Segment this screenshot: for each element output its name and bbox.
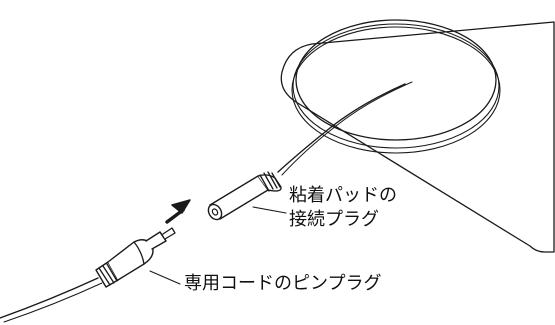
adhesive-pad	[280, 21, 555, 253]
electrode-disk	[291, 19, 501, 154]
pad-plug-label: 粘着パッドの 接続プラグ	[289, 184, 397, 232]
insert-direction-arrow	[165, 199, 191, 224]
pad-lead-wire-inner	[281, 81, 413, 176]
cord-wire	[0, 277, 99, 319]
leader-line-pin-plug	[149, 270, 181, 285]
pad-connection-socket	[207, 171, 282, 221]
pin-plug-label: 専用コードのピンプラグ	[184, 273, 382, 294]
cord-wire-inner	[3, 282, 103, 323]
pad-plug-label-line2: 接続プラグ	[289, 209, 379, 230]
pad-plug-label-line1: 粘着パッドの	[289, 185, 397, 206]
leader-line-pad-plug	[252, 206, 287, 214]
pad-lead-wire	[277, 83, 406, 173]
cord-pin-plug	[95, 227, 176, 288]
